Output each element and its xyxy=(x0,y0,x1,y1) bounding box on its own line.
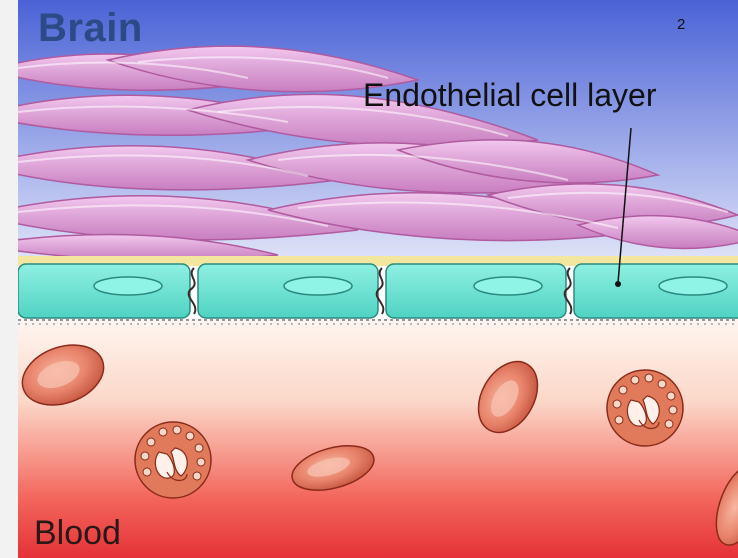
brain-label: Brain xyxy=(38,6,143,51)
nucleus xyxy=(284,277,352,295)
blood-label: Blood xyxy=(34,514,121,553)
endothelial-cell-layer-label: Endothelial cell layer xyxy=(363,77,657,114)
endothelial-cell xyxy=(386,264,566,318)
nucleus xyxy=(94,277,162,295)
nucleus xyxy=(659,277,727,295)
endothelial-pointer-dot xyxy=(615,281,621,287)
white-blood-cell xyxy=(607,370,683,446)
page-number: 2 xyxy=(677,16,685,33)
nucleus xyxy=(474,277,542,295)
diagram-stage: Brain 2 Endothelial cell layer Blood xyxy=(18,0,738,558)
white-blood-cell xyxy=(135,422,211,498)
